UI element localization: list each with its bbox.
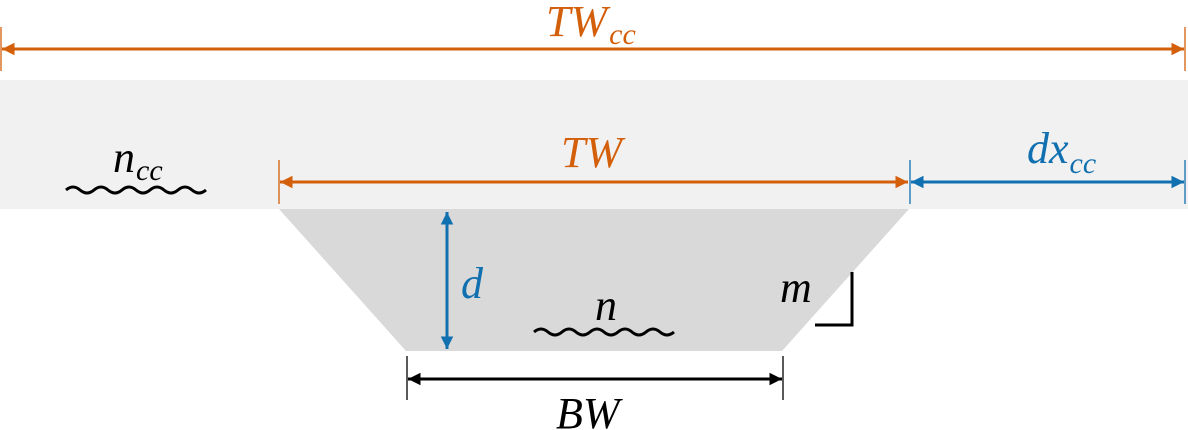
bw-label: BW	[556, 389, 623, 430]
n-cc-label: ncc	[113, 133, 163, 187]
channel-trapezoid	[279, 209, 909, 351]
tw-label: TW	[561, 128, 625, 177]
dx-cc-label: dxcc	[1027, 124, 1096, 180]
side-slope-triangle	[815, 272, 854, 327]
n-roughness-wave-icon	[533, 327, 675, 337]
side-slope-label: m	[780, 263, 812, 312]
n-label: n	[595, 281, 617, 330]
depth-label: d	[461, 259, 484, 308]
tw-cc-label: TWcc	[546, 0, 636, 51]
n-cc-roughness-wave-icon	[65, 185, 207, 195]
